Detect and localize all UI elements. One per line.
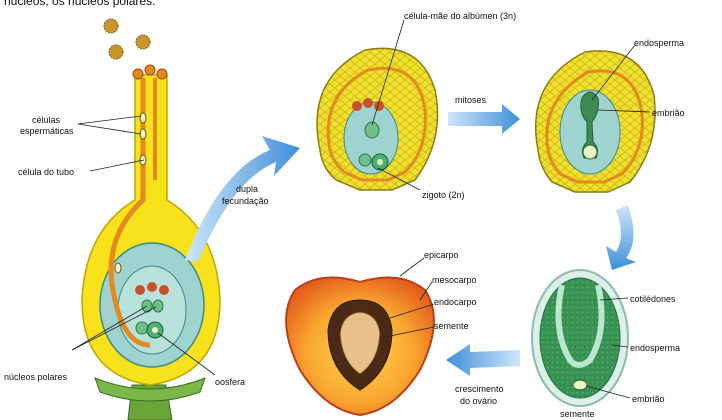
ovule-with-embryo [536,51,655,192]
label-ovary-growth-2: do ovário [460,396,497,406]
label-zygote: zigoto (2n) [422,190,465,200]
fertilized-ovule [317,48,438,190]
label-mitoses: mitoses [455,95,487,105]
label-polar-nuclei: núcleos polares [4,372,68,382]
label-mesocarp: mesocarpo [432,275,477,285]
label-cotyledons: cotilédones [630,294,676,304]
label-endosperm-top: endosperma [634,38,684,48]
label-seed-fruit: semente [434,321,469,331]
label-ovary-growth-1: crescimento [455,384,504,394]
mitoses-arrow [448,104,520,134]
fruit-section [286,278,434,416]
label-seed-bottom: semente [560,409,595,419]
down-arrow [606,205,636,270]
label-endocarp: endocarpo [434,297,477,307]
ovary-growth-arrow [446,344,520,376]
label-double-fert-1: dupla [236,184,258,194]
pollen-grains [104,19,150,59]
label-sperm-cells-2: espermáticas [20,126,74,136]
label-embryo-top: embrião [652,108,685,118]
label-double-fert-2: fecundação [222,196,269,206]
label-embryo-bottom: embrião [632,394,665,404]
label-tube-cell: célula do tubo [18,167,74,177]
label-oosphere: oosfera [215,377,245,387]
label-sperm-cells-1: células [32,115,61,125]
label-epicarp: epicarpo [424,250,459,260]
label-endosperm-bottom: endosperma [630,343,680,353]
seed-section [532,270,628,406]
label-endosperm-mother: célula-mãe do albúmen (3n) [404,11,516,21]
